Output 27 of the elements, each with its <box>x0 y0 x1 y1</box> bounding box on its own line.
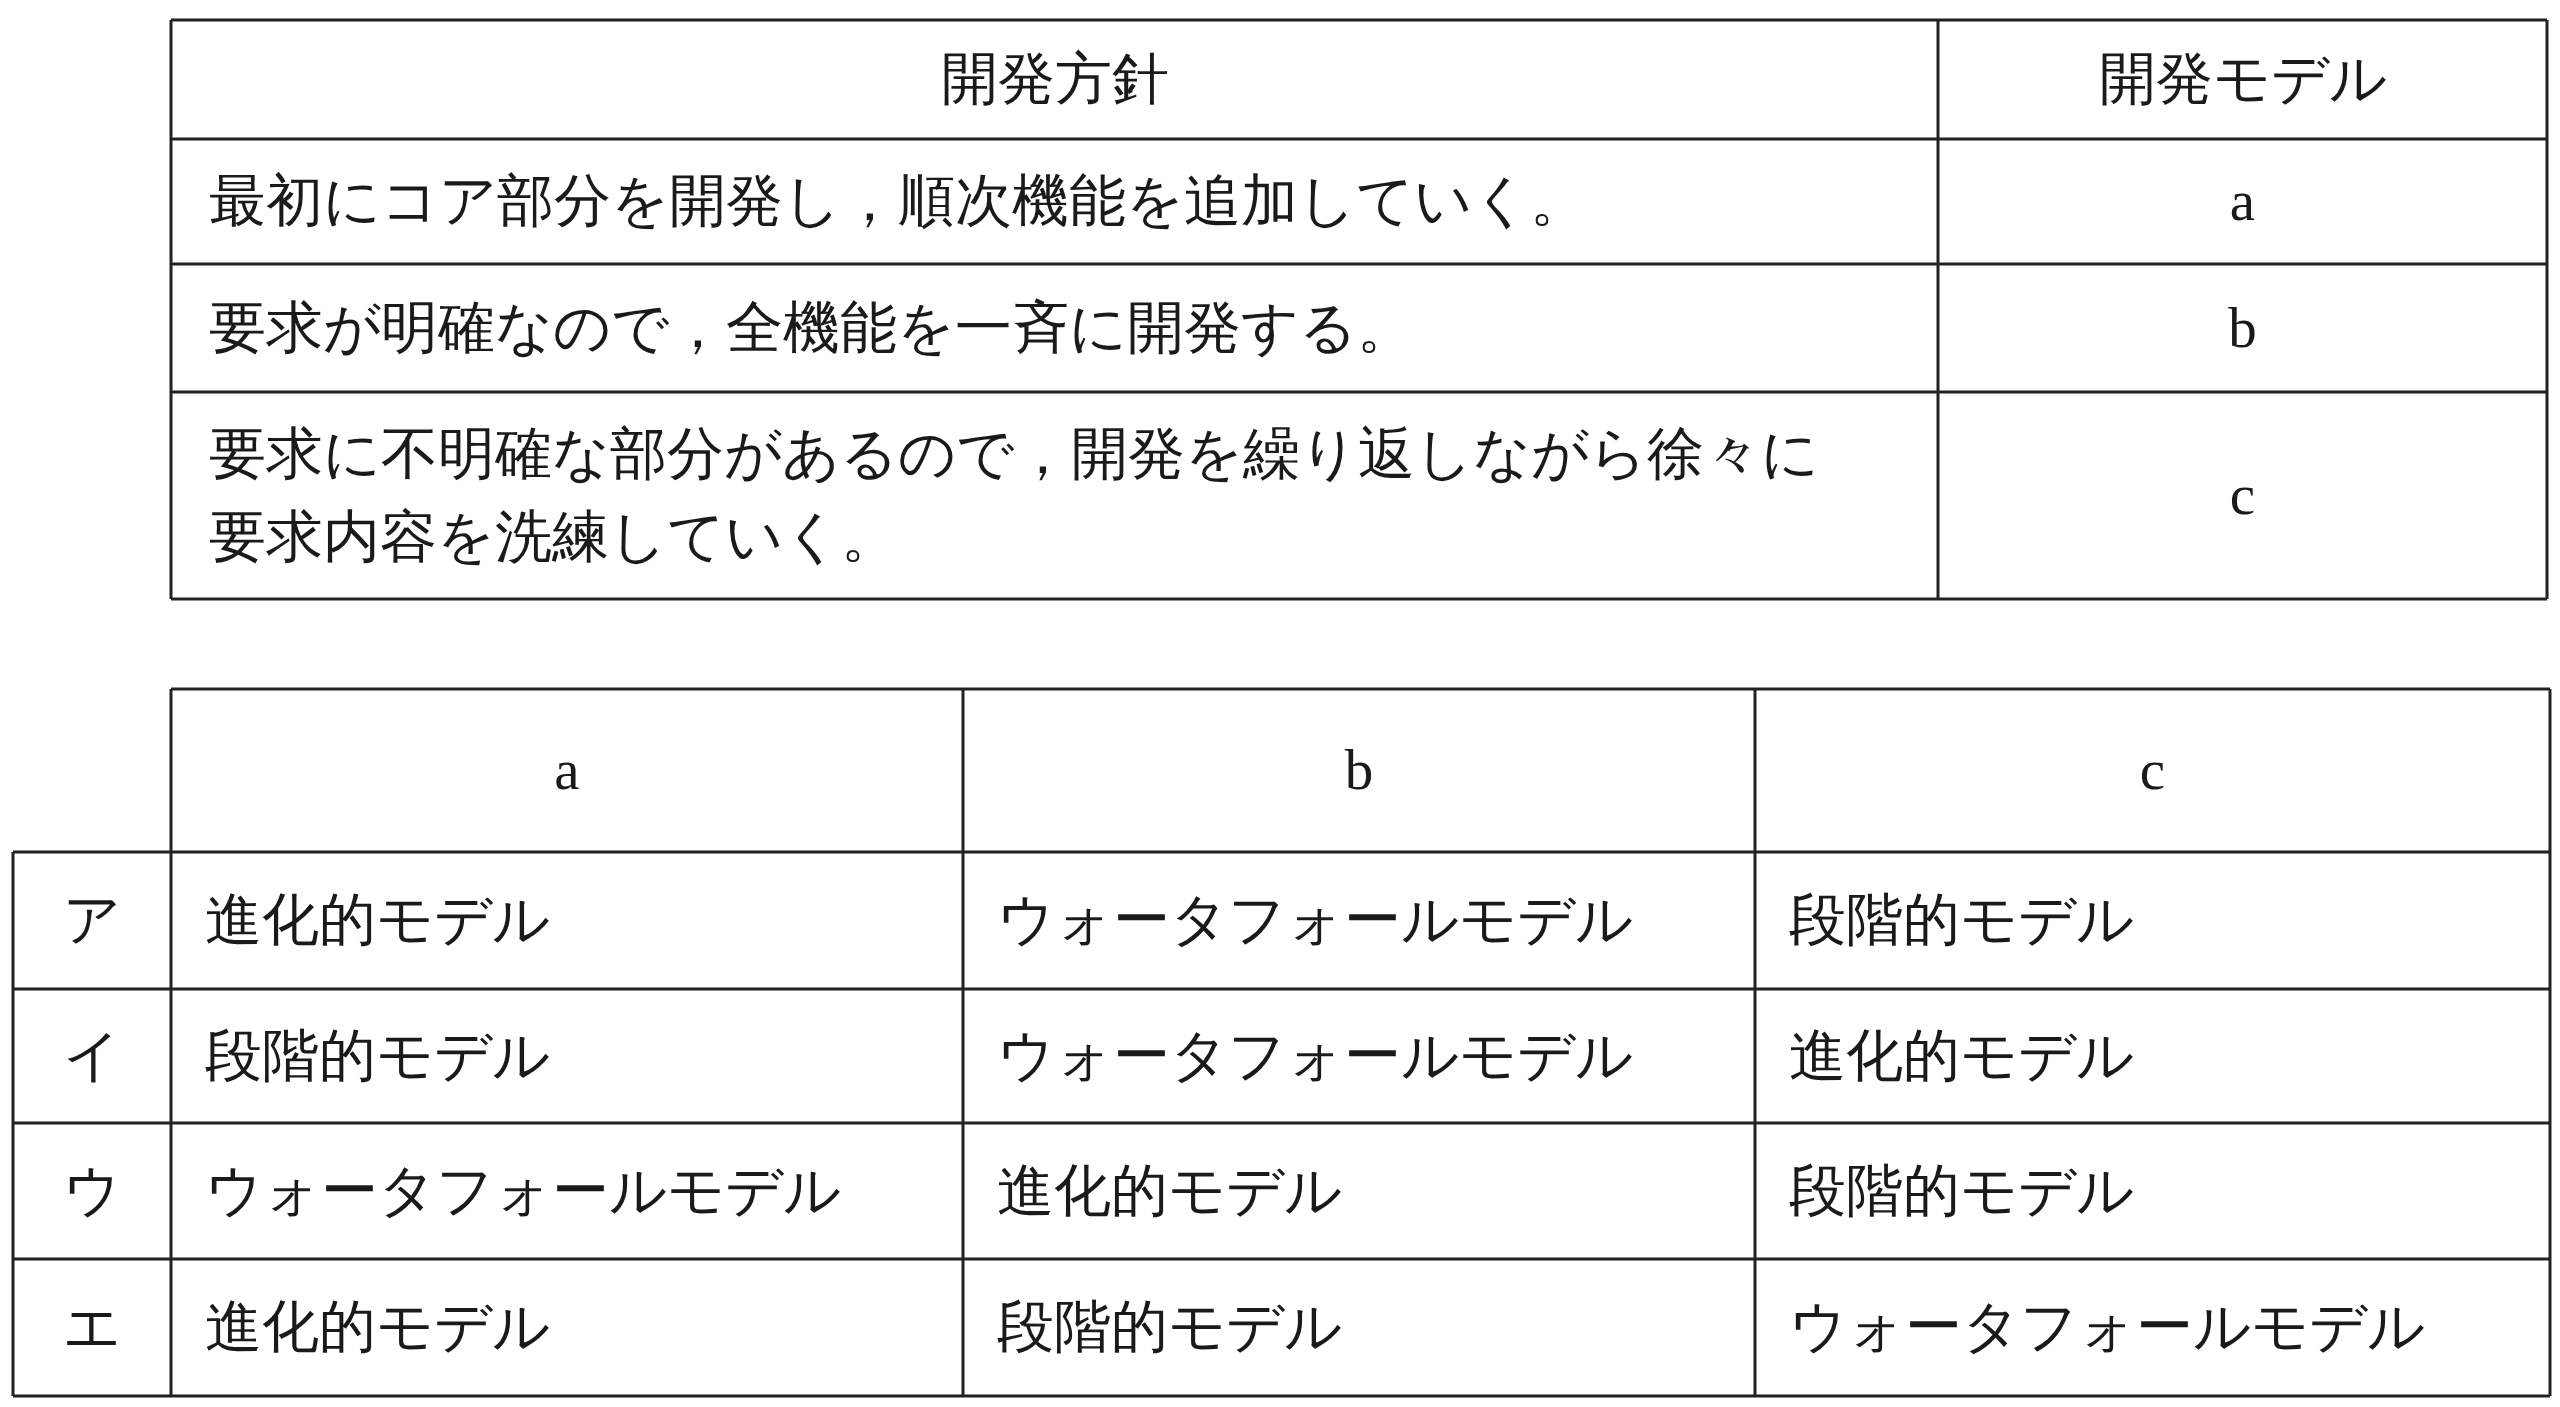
model-name: ウォータフォールモデル <box>997 887 1633 954</box>
model-name: 段階的モデル <box>1789 1157 2134 1224</box>
model-name: ウォータフォールモデル <box>205 1157 841 1224</box>
model-name: 段階的モデル <box>205 1022 550 1089</box>
model-letter: b <box>2228 294 2257 361</box>
option-letter: ア <box>63 887 121 954</box>
policy-text: 最初にコア部分を開発し，順次機能を追加していく。 <box>209 168 1587 235</box>
option-letter: ウ <box>63 1157 121 1224</box>
column-header: 開発モデル <box>2098 46 2387 113</box>
model-name: 進化的モデル <box>1789 1022 2134 1089</box>
model-name: 進化的モデル <box>205 1294 550 1361</box>
model-name: ウォータフォールモデル <box>997 1022 1633 1089</box>
model-letter: c <box>2229 462 2256 529</box>
policy-text: 要求に不明確な部分があるので，開発を繰り返しながら徐々に要求内容を洗練していく。 <box>209 420 1820 570</box>
model-name: 段階的モデル <box>1789 887 2134 954</box>
model-name: 進化的モデル <box>997 1157 1342 1224</box>
model-name: 段階的モデル <box>997 1294 1342 1361</box>
column-header: b <box>1344 737 1374 804</box>
column-header: 開発方針 <box>940 46 1169 113</box>
model-letter: a <box>2229 168 2256 235</box>
column-header: a <box>554 737 580 804</box>
option-letter: イ <box>63 1022 121 1089</box>
option-letter: エ <box>63 1294 121 1361</box>
column-header: c <box>2139 737 2166 804</box>
model-name: 進化的モデル <box>205 887 550 954</box>
model-name: ウォータフォールモデル <box>1789 1294 2425 1361</box>
policy-text: 要求が明確なので，全機能を一斉に開発する。 <box>209 294 1414 361</box>
